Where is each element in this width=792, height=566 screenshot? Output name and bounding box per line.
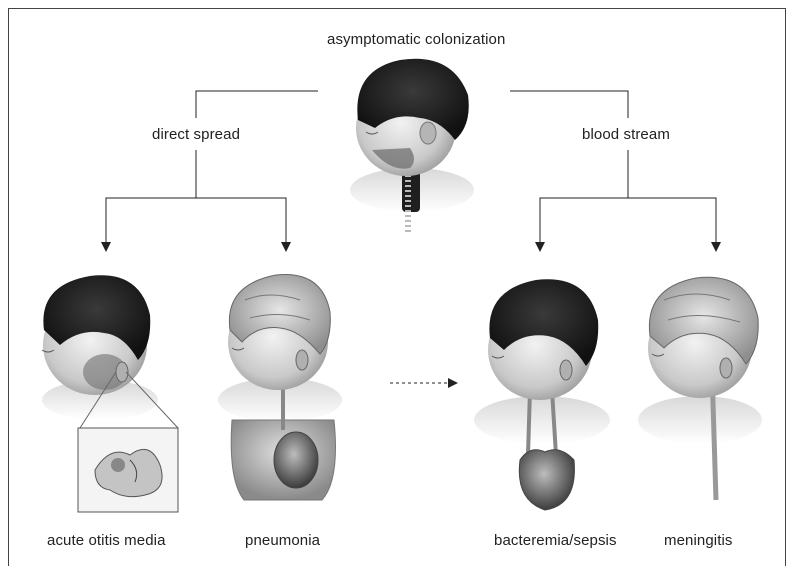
illustration-top-head — [350, 59, 474, 235]
illustration-otitis-head — [42, 275, 178, 512]
label-direct-spread: direct spread — [152, 126, 240, 143]
label-asymptomatic-colonization: asymptomatic colonization — [327, 31, 505, 48]
connector-left-split — [106, 198, 286, 242]
label-pneumonia: pneumonia — [245, 532, 320, 549]
arrowhead-pneumonia — [281, 242, 291, 252]
arrowhead-otitis — [101, 242, 111, 252]
connector-top-left — [196, 91, 318, 118]
arrowhead-meningitis — [711, 242, 721, 252]
connector-right-split — [540, 198, 716, 242]
arrowhead-bacteremia — [535, 242, 545, 252]
arrowhead-dashed — [448, 378, 458, 388]
connector-top-right — [510, 91, 628, 118]
illustration-pneumonia-head — [218, 274, 342, 500]
illustration-meningitis-head — [638, 277, 762, 500]
label-acute-otitis-media: acute otitis media — [47, 532, 166, 549]
illustration-bacteremia-head — [474, 279, 610, 510]
label-meningitis: meningitis — [664, 532, 733, 549]
label-blood-stream: blood stream — [582, 126, 670, 143]
label-bacteremia-sepsis: bacteremia/sepsis — [494, 532, 617, 549]
arrowheads — [101, 242, 721, 388]
